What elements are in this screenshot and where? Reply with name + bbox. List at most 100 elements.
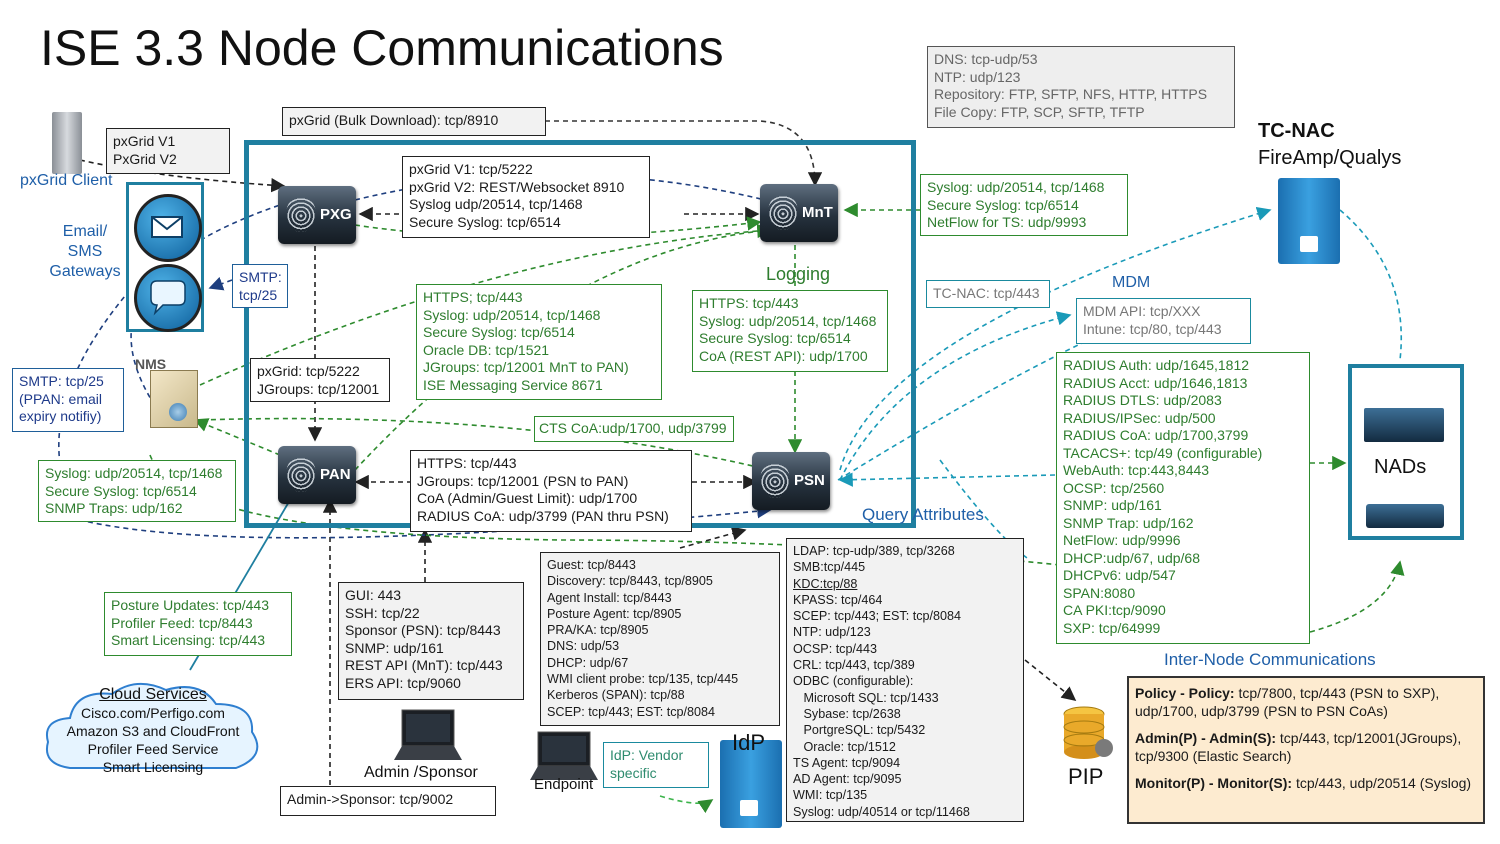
box-line: Intune: tcp/80, tcp/443 <box>1083 320 1222 337</box>
box-line: DNS: udp/53 <box>547 639 620 654</box>
box-line: Secure Syslog: tcp/6514 <box>409 213 561 230</box>
box-line: NTP: udp/123 <box>934 68 1021 85</box>
laptop-icon <box>394 709 462 760</box>
page-title: ISE 3.3 Node Communications <box>40 20 724 76</box>
email-sms-label-line: Email/ <box>62 223 108 240</box>
box-line: JGroups: tcp/12001 <box>257 380 380 397</box>
tc-nac-title: TC-NAC <box>1258 120 1335 142</box>
box-line: JGroups: tcp/12001 MnT to PAN) <box>423 359 629 375</box>
monitor-line: Monitor(P) - Monitor(S): tcp/443, udp/20… <box>1135 774 1477 792</box>
box-line: SMB:tcp/445 <box>793 560 866 575</box>
box-line: Posture Agent: tcp/8905 <box>547 606 682 621</box>
email-sms-label-line: Gateways <box>49 263 121 280</box>
box-line: NetFlow for TS: udp/9993 <box>927 214 1087 230</box>
box-line: CTS CoA:udp/1700, udp/3799 <box>539 420 727 436</box>
nads-frame: NADs <box>1348 364 1464 540</box>
box-line: GUI: 443 <box>345 587 402 603</box>
box-line: Secure Syslog: tcp/6514 <box>423 324 575 340</box>
mnt-node: MnT <box>760 184 838 242</box>
box-line: RADIUS Auth: udp/1645,1812 <box>1063 357 1250 373</box>
box-line: DHCP:udp/67, udp/68 <box>1063 549 1200 566</box>
box-line: RADIUS/IPSec: udp/500 <box>1063 409 1216 426</box>
pxg-node: PXG <box>278 186 356 244</box>
box-line: HTTPS: tcp/443 <box>699 295 799 311</box>
pxg-node-label: PXG <box>320 206 352 223</box>
email-sms-label: Email/ SMS Gateways <box>48 222 122 282</box>
external-services-box: DNS: tcp-udp/53 NTP: udp/123 Repository:… <box>927 46 1235 128</box>
box-line: IdP: Vendor <box>610 747 684 763</box>
cts-coa-box: CTS CoA:udp/1700, udp/3799 <box>534 416 734 442</box>
box-line: Admin->Sponsor: tcp/9002 <box>287 791 454 807</box>
envelope-icon <box>151 216 183 238</box>
pxg-pan-ports-box: pxGrid: tcp/5222 JGroups: tcp/12001 <box>250 358 390 402</box>
nms-label: NMS <box>135 356 167 372</box>
sms-icon <box>134 264 202 332</box>
box-line: Oracle: tcp/1512 <box>793 739 896 754</box>
box-line: CoA (REST API): udp/1700 <box>699 347 868 364</box>
nms-syslog-box: Syslog: udp/20514, tcp/1468 Secure Syslo… <box>38 460 236 522</box>
box-line: Syslog: udp/20514, tcp/1468 <box>423 306 601 323</box>
box-line: HTTPS; tcp/443 <box>423 289 523 305</box>
lock-icon <box>740 800 758 816</box>
box-line: pxGrid V1 <box>113 133 176 149</box>
box-line: DHCPv6: udp/547 <box>1063 567 1176 583</box>
box-line: Secure Syslog: tcp/6514 <box>927 196 1079 213</box>
policy-line: Policy - Policy: tcp/7800, tcp/443 (PSN … <box>1135 684 1477 720</box>
admin-sponsor-port-box: Admin->Sponsor: tcp/9002 <box>280 786 496 816</box>
mdm-ports-box: MDM API: tcp/XXX Intune: tcp/80, tcp/443 <box>1076 298 1251 344</box>
idp-server-icon <box>720 740 782 828</box>
box-line: Secure Syslog: tcp/6514 <box>45 482 197 499</box>
box-line: SXP: tcp/64999 <box>1063 619 1161 636</box>
box-line: ODBC (configurable): <box>793 674 914 689</box>
box-line: Syslog udp/20514, tcp/1468 <box>409 196 583 212</box>
pxgrid-versions-box: pxGrid V1 PxGrid V2 <box>106 128 230 174</box>
box-line: pxGrid V1: tcp/5222 <box>409 161 533 177</box>
box-line: PortgreSQL: tcp/5432 <box>793 723 926 738</box>
pan-mnt-ports-box: HTTPS; tcp/443 Syslog: udp/20514, tcp/14… <box>416 284 662 400</box>
box-line: CoA (Admin/Guest Limit): udp/1700 <box>417 490 638 506</box>
box-line: MDM API: tcp/XXX <box>1083 303 1201 319</box>
pxgrid-bulk-box: pxGrid (Bulk Download): tcp/8910 <box>282 107 546 136</box>
email-icon <box>134 194 202 262</box>
idp-label: IdP <box>732 730 766 755</box>
smtp-ppan-box: SMTP: tcp/25 (PPAN: email expiry notifiy… <box>12 368 124 432</box>
nads-label: NADs <box>1374 456 1427 478</box>
admin-heading: Admin(P) - Admin(S): <box>1135 730 1277 746</box>
inter-node-policy-box: Policy - Policy: tcp/7800, tcp/443 (PSN … <box>1127 676 1485 824</box>
box-line: RADIUS CoA: udp/3799 (PAN thru PSN) <box>417 507 669 524</box>
inter-node-label: Inter-Node Communications <box>1164 650 1376 669</box>
smtp-gateway-box: SMTP: tcp/25 <box>232 264 288 308</box>
box-line: File Copy: FTP, SCP, SFTP, TFTP <box>934 103 1145 120</box>
database-stack-icon <box>1063 706 1113 759</box>
fingerprint-icon <box>760 462 790 498</box>
admin-sponsor-label: Admin /Sponsor <box>364 764 478 781</box>
box-line: Syslog: udp/20514, tcp/1468 <box>45 465 223 481</box>
idp-vendor-box: IdP: Vendor specific <box>603 742 709 788</box>
box-line: OCSP: tcp/443 <box>793 641 877 656</box>
box-line: Syslog: udp/20514, tcp/1468 <box>699 312 877 329</box>
nms-server-icon <box>150 370 198 428</box>
query-ports-box: LDAP: tcp-udp/389, tcp/3268 SMB:tcp/445 … <box>786 538 1024 822</box>
box-line: DNS: tcp-udp/53 <box>934 51 1038 67</box>
box-line: PxGrid V2 <box>113 150 177 167</box>
router-icon <box>1366 504 1444 528</box>
mdm-label: MDM <box>1112 274 1151 291</box>
pan-psn-ports-box: HTTPS: tcp/443 JGroups: tcp/12001 (PSN t… <box>410 450 692 532</box>
box-line: SCEP: tcp/443; EST: tcp/8084 <box>547 704 716 719</box>
box-line: SSH: tcp/22 <box>345 604 420 621</box>
box-line: CA PKI:tcp/9090 <box>1063 602 1166 618</box>
box-line: Kerberos (SPAN): tcp/88 <box>547 688 685 703</box>
box-line: PRA/KA: tcp/8905 <box>547 623 649 638</box>
pan-node: PAN <box>278 446 356 504</box>
switch-icon <box>1364 408 1444 442</box>
cloud-line: Smart Licensing <box>102 759 204 775</box>
box-line: NTP: udp/123 <box>793 625 871 640</box>
box-line: pxGrid V2: REST/Websocket 8910 <box>409 178 625 195</box>
box-line: Discovery: tcp/8443, tcp/8905 <box>547 574 713 589</box>
pan-node-label: PAN <box>320 466 351 483</box>
box-line: Repository: FTP, SFTP, NFS, HTTP, HTTPS <box>934 86 1208 102</box>
admin-line: Admin(P) - Admin(S): tcp/443, tcp/12001(… <box>1135 729 1477 765</box>
psn-node-label: PSN <box>794 472 825 489</box>
box-line: WMI: tcp/135 <box>793 788 868 803</box>
mnt-syslog-box: Syslog: udp/20514, tcp/1468 Secure Syslo… <box>920 174 1128 236</box>
